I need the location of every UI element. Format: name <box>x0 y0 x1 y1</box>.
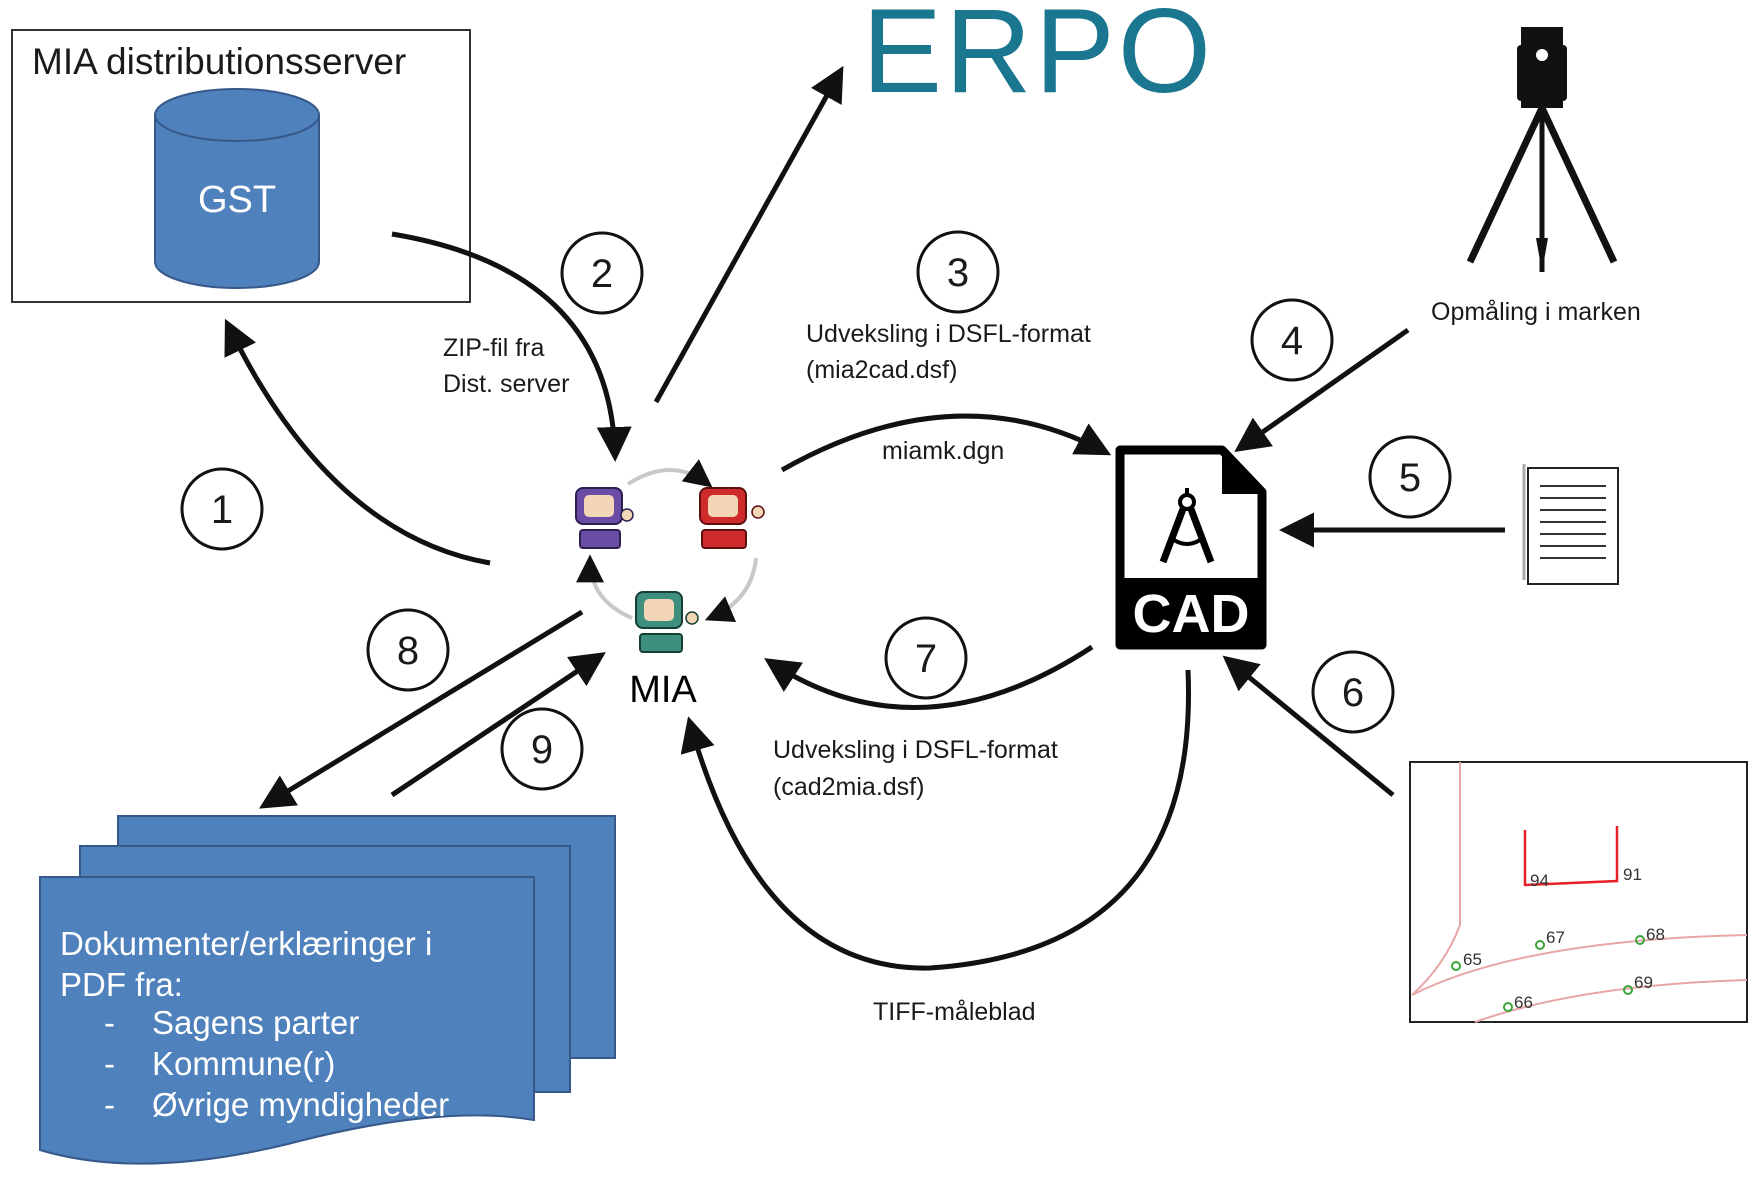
step-number: 6 <box>1342 671 1364 715</box>
step-4: 4 <box>1250 298 1334 382</box>
zip-label-line2: Dist. server <box>443 370 569 398</box>
arrow-8 <box>259 609 584 809</box>
purple-computer-icon <box>575 487 634 549</box>
bullet-dash: - <box>104 1045 115 1082</box>
arrow-4 <box>1234 327 1410 453</box>
cad-label: CAD <box>1133 584 1250 644</box>
bullet-dash: - <box>104 1086 115 1123</box>
dsfl-in-label-line1: Udveksling i DSFL-format <box>773 736 1058 764</box>
zip-label-line1: ZIP-fil fra <box>443 334 544 362</box>
step-9: 9 <box>500 707 584 791</box>
server-title: MIA distributionsserver <box>32 41 406 82</box>
arrow-1 <box>224 318 491 566</box>
step-6: 6 <box>1311 650 1395 734</box>
step-number: 2 <box>591 252 613 296</box>
dsfl-out-label-line1: Udveksling i DSFL-format <box>806 320 1091 348</box>
erpo-logo: ERPO <box>862 0 1214 118</box>
step-2: 2 <box>560 231 644 315</box>
pdf-documents-stack: Dokumenter/erklæringer i PDF fra: - Sage… <box>39 815 616 1165</box>
step-number: 1 <box>211 488 233 532</box>
step-number: 9 <box>531 728 553 772</box>
document-item: Øvrige myndigheder <box>152 1086 449 1123</box>
arrow-7 <box>764 644 1094 710</box>
map-point-label: 67 <box>1546 928 1565 947</box>
step-1: 1 <box>180 467 264 551</box>
total-station-tripod-icon <box>1466 27 1618 272</box>
arrow-erpo <box>653 65 844 404</box>
step-8: 8 <box>366 608 450 692</box>
step-number: 3 <box>947 251 969 295</box>
map-point-label: 66 <box>1514 993 1533 1012</box>
step-7: 7 <box>884 616 968 700</box>
map-point-label: 65 <box>1463 950 1482 969</box>
bullet-dash: - <box>104 1004 115 1041</box>
tiff-label: TIFF-måleblad <box>873 998 1036 1026</box>
flow-arrows <box>224 65 1505 971</box>
arrow-9 <box>390 652 606 798</box>
map-point-label: 91 <box>1623 865 1642 884</box>
mia-label: MIA <box>629 669 697 711</box>
compass-tool-icon <box>1159 488 1215 564</box>
map-snippet: 94 91 65 67 68 66 69 <box>1409 761 1748 1023</box>
step-number: 5 <box>1399 456 1421 500</box>
cad-file-icon: CAD <box>1115 445 1267 650</box>
database-label: GST <box>198 179 276 221</box>
step-number: 7 <box>915 637 937 681</box>
document-item: Kommune(r) <box>152 1045 335 1082</box>
survey-label: Opmåling i marken <box>1431 298 1641 326</box>
dsfl-in-label-line2: (cad2mia.dsf) <box>773 773 924 801</box>
map-point-label: 69 <box>1634 973 1653 992</box>
step-number: 4 <box>1281 319 1303 363</box>
documents-heading-line2: PDF fra: <box>60 966 183 1003</box>
documents-heading-line1: Dokumenter/erklæringer i <box>60 925 432 962</box>
dsfl-out-label-line2: (mia2cad.dsf) <box>806 356 957 384</box>
distribution-server-box: MIA distributionsserver GST <box>11 29 471 303</box>
arrow-6 <box>1222 655 1395 797</box>
step-3: 3 <box>916 230 1000 314</box>
miamk-label: miamk.dgn <box>882 437 1004 465</box>
arrow-2 <box>391 231 632 462</box>
map-point-label: 68 <box>1646 925 1665 944</box>
mia-computers-icon <box>575 459 765 653</box>
arrow-3 <box>780 413 1112 473</box>
step-5: 5 <box>1368 435 1452 519</box>
paper-document-icon <box>1522 464 1619 585</box>
teal-computer-icon <box>635 591 699 653</box>
step-number: 8 <box>397 629 419 673</box>
red-computer-icon <box>699 487 765 549</box>
map-point-label: 94 <box>1530 871 1549 890</box>
arrow-tiff <box>680 669 1192 971</box>
document-item: Sagens parter <box>152 1004 359 1041</box>
gst-database-icon: GST <box>154 88 320 289</box>
